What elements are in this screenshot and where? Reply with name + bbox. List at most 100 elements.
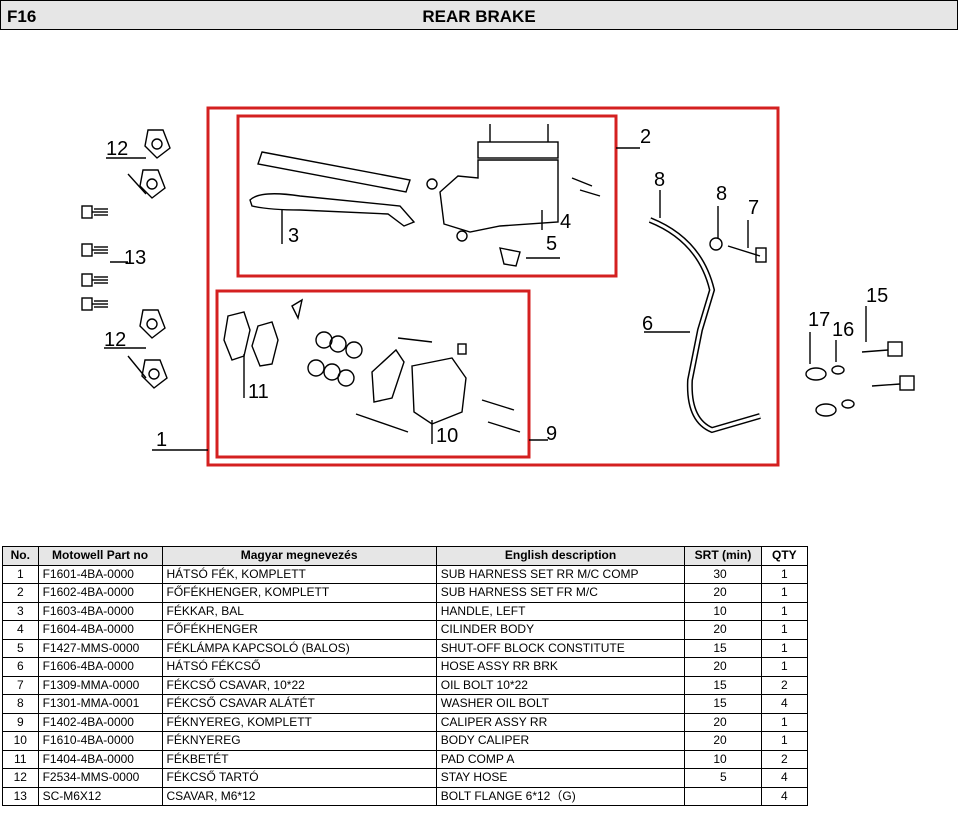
cell-hu: HÁTSÓ FÉKCSŐ [161, 657, 437, 677]
cell-srt: 5 [684, 768, 762, 788]
callout-6: 6 [642, 313, 653, 335]
cell-part: F1402-4BA-0000 [37, 712, 163, 732]
callout-13: 13 [124, 247, 146, 269]
cell-part: F1404-4BA-0000 [37, 749, 163, 769]
cell-no: 5 [2, 638, 39, 658]
cell-qty: 2 [760, 749, 809, 769]
hose-stay-3 [139, 309, 166, 339]
callout-17: 17 [808, 309, 830, 331]
cell-part: F1601-4BA-0000 [37, 564, 163, 584]
callout-2: 2 [640, 126, 651, 148]
assembly-box-master-cylinder [236, 114, 618, 278]
col-part-no: Motowell Part no [37, 546, 163, 566]
col-srt: SRT (min) [684, 546, 762, 566]
cell-qty: 1 [760, 712, 809, 732]
cell-no: 3 [2, 601, 39, 621]
parts-table: No. Motowell Part no Magyar megnevezés E… [2, 546, 809, 806]
cell-en: STAY HOSE [435, 768, 686, 788]
cell-hu: CSAVAR, M6*12 [161, 786, 437, 806]
callout-9: 9 [546, 423, 557, 445]
page-header: F16 REAR BRAKE [0, 0, 958, 30]
cell-srt: 15 [684, 694, 762, 714]
cell-qty: 4 [760, 694, 809, 714]
cell-no: 11 [2, 749, 39, 769]
cell-en: HANDLE, LEFT [435, 601, 686, 621]
hose-stay-top [144, 129, 171, 159]
cell-qty: 1 [760, 731, 809, 751]
cell-en: SUB HARNESS SET FR M/C [435, 583, 686, 603]
cell-no: 8 [2, 694, 39, 714]
cell-qty: 1 [760, 583, 809, 603]
cell-part: F1427-MMS-0000 [37, 638, 163, 658]
cell-no: 6 [2, 657, 39, 677]
callout-5: 5 [546, 233, 557, 255]
cell-no: 9 [2, 712, 39, 732]
callout-12a: 12 [106, 138, 128, 160]
cell-en: WASHER OIL BOLT [435, 694, 686, 714]
callout-8a: 8 [654, 169, 665, 191]
cell-en: SUB HARNESS SET RR M/C COMP [435, 564, 686, 584]
callout-11: 11 [248, 381, 269, 403]
callout-12b: 12 [104, 329, 126, 351]
cell-srt: 30 [684, 564, 762, 584]
cell-en: BODY CALIPER [435, 731, 686, 751]
cell-no: 13 [2, 786, 39, 806]
cell-en: OIL BOLT 10*22 [435, 675, 686, 695]
brake-pad-b [251, 321, 279, 367]
cell-part: F1604-4BA-0000 [37, 620, 163, 640]
callout-1: 1 [156, 429, 167, 451]
cell-no: 10 [2, 731, 39, 751]
cell-no: 1 [2, 564, 39, 584]
cell-qty: 4 [760, 768, 809, 788]
cell-qty: 1 [760, 564, 809, 584]
cell-hu: FÉKNYEREG [161, 731, 437, 751]
cell-srt [684, 786, 762, 806]
cell-hu: FŐFÉKHENGER [161, 620, 437, 640]
cell-srt: 10 [684, 749, 762, 769]
cell-part: F2534-MMS-0000 [37, 768, 163, 788]
table-header-row: No. Motowell Part no Magyar megnevezés E… [2, 546, 809, 566]
cell-part: F1301-MMA-0001 [37, 694, 163, 714]
callout-16: 16 [832, 319, 854, 341]
col-no: No. [2, 546, 39, 566]
cell-srt: 20 [684, 657, 762, 677]
brake-pad-a [223, 311, 251, 361]
cell-srt: 20 [684, 620, 762, 640]
cell-part: F1603-4BA-0000 [37, 601, 163, 621]
cell-part: F1602-4BA-0000 [37, 583, 163, 603]
caliper-bracket [371, 348, 405, 403]
col-english: English description [435, 546, 686, 566]
col-hungarian: Magyar megnevezés [161, 546, 437, 566]
cell-qty: 1 [760, 638, 809, 658]
cell-part: F1606-4BA-0000 [37, 657, 163, 677]
hose-stay-4 [141, 359, 168, 389]
assembly-box-outer [206, 106, 780, 467]
bolt-4 [81, 297, 108, 311]
cell-hu: FÉKLÁMPA KAPCSOLÓ (BALOS) [161, 638, 437, 658]
cell-srt: 20 [684, 583, 762, 603]
cell-qty: 1 [760, 657, 809, 677]
exploded-diagram: 12 13 12 1 3 2 4 5 8 8 7 6 11 10 9 17 16… [81, 106, 915, 467]
cell-part: F1309-MMA-0000 [37, 675, 163, 695]
cell-srt: 15 [684, 638, 762, 658]
cell-qty: 2 [760, 675, 809, 695]
callout-3: 3 [288, 225, 299, 247]
cell-qty: 1 [760, 620, 809, 640]
cell-srt: 10 [684, 601, 762, 621]
callout-4: 4 [560, 211, 571, 233]
callout-7: 7 [748, 197, 759, 219]
cell-qty: 1 [760, 601, 809, 621]
cell-hu: FŐFÉKHENGER, KOMPLETT [161, 583, 437, 603]
cell-no: 12 [2, 768, 39, 788]
cell-en: SHUT-OFF BLOCK CONSTITUTE [435, 638, 686, 658]
decal-strip [257, 151, 411, 193]
cell-part: F1610-4BA-0000 [37, 731, 163, 751]
